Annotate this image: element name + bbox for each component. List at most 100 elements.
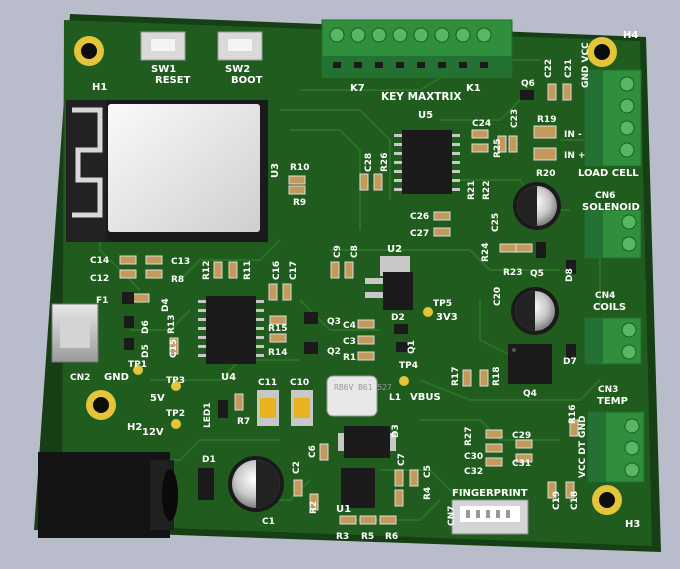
fingerprint-connector: [451, 499, 529, 535]
cap-c11: [257, 390, 279, 426]
label-gnd-vcc: GND VCC: [581, 42, 591, 88]
label-c28: C28: [364, 153, 374, 172]
label-c15: C15: [169, 339, 179, 358]
switch-sw1: [140, 31, 186, 61]
label-fingerprint: FINGERPRINT: [452, 488, 528, 499]
label-5v: 5V: [150, 393, 165, 404]
label-d8: D8: [565, 268, 575, 282]
label-c4: C4: [343, 321, 356, 331]
label-c29: C29: [512, 431, 531, 441]
label-tp5: TP5: [433, 299, 452, 309]
label-coils: COILS: [593, 302, 626, 313]
label-c2: C2: [292, 461, 302, 474]
label-r27: R27: [464, 427, 474, 446]
label-r8: R8: [171, 275, 184, 285]
label-r11: R11: [243, 261, 253, 280]
label-f1: F1: [96, 296, 108, 306]
smd-components: [119, 83, 579, 525]
label-r7: R7: [237, 417, 250, 427]
label-k7: K7: [350, 83, 365, 94]
mount-hole-h2: [86, 390, 116, 420]
label-tp3: TP3: [166, 376, 185, 386]
label-r14: R14: [268, 348, 287, 358]
inductor-marking: RB6V B61 527: [334, 383, 392, 392]
test-points: [133, 307, 433, 429]
label-c5: C5: [423, 465, 433, 478]
label-c31: C31: [512, 459, 531, 469]
label-3v3: 3V3: [436, 312, 458, 323]
regulator-u2: [365, 256, 413, 310]
label-d6: D6: [141, 320, 151, 334]
label-c32: C32: [464, 467, 483, 477]
label-c30: C30: [464, 452, 483, 462]
label-r19: R19: [537, 115, 556, 125]
dc-barrel-jack: [38, 452, 178, 538]
diode-d3: [338, 426, 396, 458]
label-q2: Q2: [327, 347, 341, 357]
electrolytic-cap-c20: [511, 287, 559, 335]
label-r5: R5: [361, 532, 374, 542]
label-r21: R21: [467, 181, 477, 200]
label-d2: D2: [391, 313, 405, 323]
label-cn4: CN4: [595, 291, 615, 301]
label-r13: R13: [167, 315, 177, 334]
usb-connector: [51, 303, 99, 363]
label-c14: C14: [90, 256, 109, 266]
label-k1: K1: [466, 83, 481, 94]
label-h1: H1: [92, 82, 107, 93]
esp32-module-u3: [66, 100, 268, 242]
label-c26: C26: [410, 212, 429, 222]
label-c24: C24: [472, 119, 491, 129]
label-d1: D1: [202, 455, 216, 465]
label-c21: C21: [564, 59, 574, 78]
label-r4: R4: [423, 487, 433, 500]
label-c17: C17: [289, 261, 299, 280]
label-q1: Q1: [407, 340, 417, 354]
label-r16: R16: [568, 405, 578, 424]
label-h2: H2: [127, 422, 142, 433]
label-c6: C6: [308, 445, 318, 458]
label-r25: R25: [493, 139, 503, 158]
label-h4: H4: [623, 30, 638, 41]
label-c25: C25: [491, 213, 501, 232]
label-c7: C7: [397, 453, 407, 466]
label-led1: LED1: [203, 402, 213, 428]
label-q4: Q4: [523, 389, 537, 399]
label-vbus: VBUS: [410, 392, 441, 403]
label-c3: C3: [343, 337, 356, 347]
label-q5: Q5: [530, 269, 544, 279]
label-tp4: TP4: [399, 361, 418, 371]
label-in-plus: IN +: [564, 151, 586, 161]
load-cell-terminal: [584, 69, 642, 167]
label-cn2: CN2: [70, 373, 90, 383]
label-temp: TEMP: [597, 396, 628, 407]
label-vcc-dt-gnd: VCC DT GND: [578, 416, 588, 478]
label-c8: C8: [350, 245, 360, 258]
label-c27: C27: [410, 229, 429, 239]
label-r23: R23: [503, 268, 522, 278]
coils-terminal: [584, 317, 642, 365]
label-cn7: CN7: [447, 506, 457, 526]
label-load-cell: LOAD CELL: [578, 168, 639, 179]
temp-terminal: [587, 411, 645, 483]
label-c18: C18: [570, 491, 580, 510]
label-d4: D4: [161, 298, 171, 312]
label-r15: R15: [268, 324, 287, 334]
label-c23: C23: [510, 109, 520, 128]
label-c16: C16: [272, 261, 282, 280]
label-r26: R26: [380, 153, 390, 172]
label-r9: R9: [293, 198, 306, 208]
label-cn3: CN3: [598, 385, 618, 395]
label-q3: Q3: [327, 317, 341, 327]
label-r12: R12: [202, 261, 212, 280]
label-c19: C19: [552, 491, 562, 510]
label-boot: BOOT: [231, 75, 263, 86]
label-r24: R24: [481, 243, 491, 262]
label-c22: C22: [544, 59, 554, 78]
cap-c10: [291, 390, 313, 426]
chip-u5: [394, 130, 460, 194]
label-tp2: TP2: [166, 409, 185, 419]
key-matrix-terminal-block: [321, 19, 513, 78]
switch-sw2: [217, 31, 263, 61]
